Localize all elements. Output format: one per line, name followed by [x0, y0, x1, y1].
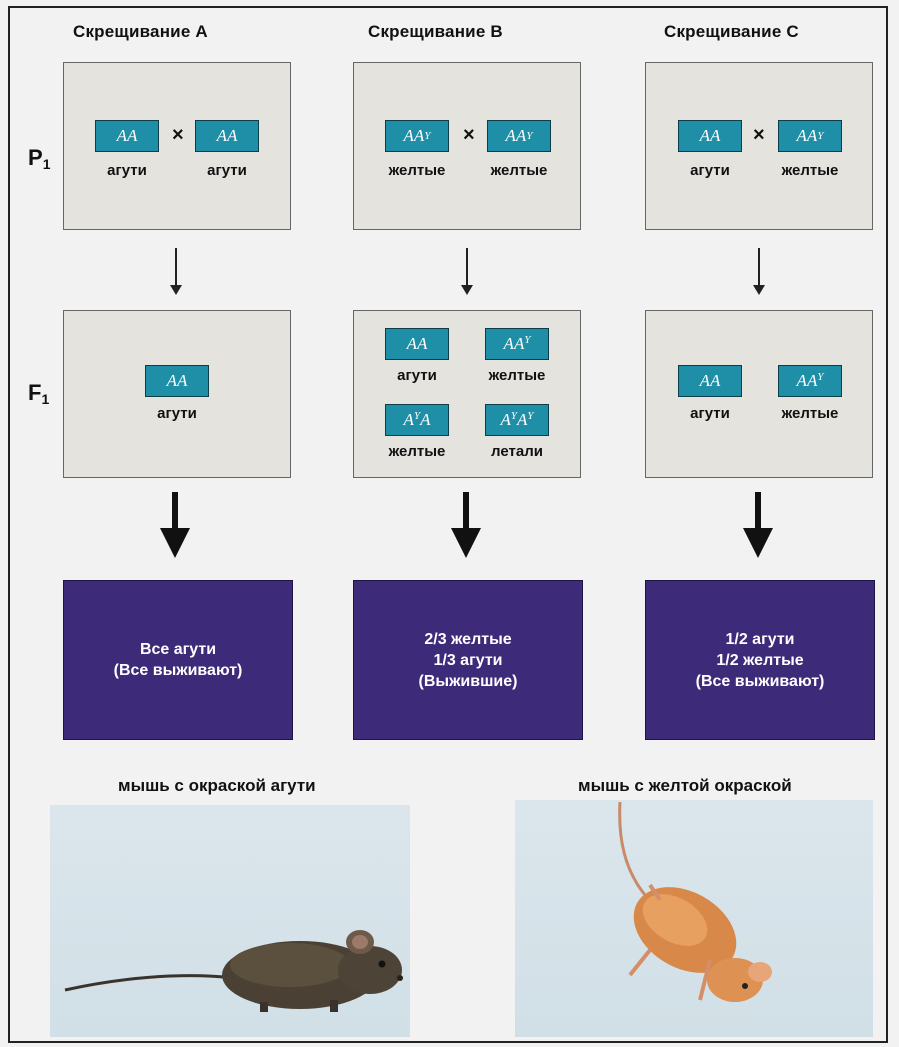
- cross-a-f1-genotype-1: AA: [145, 365, 209, 397]
- genotype-superscript: Y: [527, 410, 534, 422]
- cross-c-f1-genotype-2: AAY: [778, 365, 842, 397]
- result-line: Все агути: [139, 641, 217, 658]
- cross-b-times-sign: ×: [463, 124, 475, 146]
- result-line: (Выжившие): [418, 672, 518, 690]
- cross-b-thick-arrow: [463, 492, 469, 530]
- cross-c-times-sign: ×: [753, 124, 765, 146]
- cross-a-thick-arrowhead: [160, 528, 190, 558]
- genotype-text: AA: [796, 126, 818, 145]
- cross-b-title: Скрещивание B: [368, 22, 503, 41]
- agouti-mouse-image: [64, 930, 403, 1012]
- f1-subscript: 1: [41, 391, 50, 407]
- genotype-superscript: Y: [424, 130, 431, 142]
- yellow-mouse-caption: мышь с желтой окраской: [578, 776, 792, 795]
- cross-a-result: Все агути (Все выживают): [63, 580, 293, 740]
- cross-c-result: 1/2 агути 1/2 желтые (Все выживают): [645, 580, 875, 740]
- cross-c-thin-arrowhead: [753, 285, 765, 295]
- cross-b-f1-genotype-2: AAY: [485, 328, 549, 360]
- cross-c-f1-label-2: желтые: [781, 405, 839, 422]
- cross-c-f1-label-1: агути: [690, 405, 730, 422]
- cross-c-thick-arrow: [755, 492, 761, 530]
- genotype-text: AA: [216, 126, 238, 145]
- cross-a-thin-arrow: [175, 248, 177, 286]
- genotype-text: AA: [403, 126, 425, 145]
- p1-label: P1: [28, 145, 50, 172]
- cross-b-f1-genotype-3: AYA: [385, 404, 449, 436]
- cross-a-p1-label-2: агути: [207, 162, 247, 179]
- cross-b-f1-label-1: агути: [397, 367, 437, 384]
- cross-b-thick-arrowhead: [451, 528, 481, 558]
- cross-c-f1-genotype-1: AA: [678, 365, 742, 397]
- f1-label: F1: [28, 380, 49, 407]
- result-line: (Все выживают): [113, 662, 243, 679]
- cross-b-f1-label-3: желтые: [388, 443, 446, 460]
- cross-c-thin-arrow: [758, 248, 760, 286]
- cross-a-thick-arrow: [172, 492, 178, 530]
- yellow-mouse-image: [618, 801, 772, 1002]
- cross-a-thin-arrowhead: [170, 285, 182, 295]
- cross-b-result: 2/3 желтые 1/3 агути (Выжившие): [353, 580, 583, 740]
- cross-b-f1-genotype-4: AYAY: [485, 404, 549, 436]
- cross-b-thin-arrowhead: [461, 285, 473, 295]
- genotype-text: AYAY: [500, 410, 534, 429]
- genotype-text: AA: [406, 334, 428, 353]
- f1-letter: F: [28, 380, 42, 405]
- cross-a-title: Скрещивание A: [73, 22, 208, 41]
- genotype-superscript: Y: [510, 410, 517, 422]
- cross-b-f1-label-4: летали: [491, 443, 543, 460]
- cross-c-p1-genotype-1: AA: [678, 120, 742, 152]
- result-line: 1/2 желтые: [716, 651, 804, 669]
- genotype-text: AA: [699, 126, 721, 145]
- genotype-superscript: Y: [413, 410, 421, 422]
- cross-c-p1-label-2: желтые: [781, 162, 839, 179]
- cross-a-times-sign: ×: [172, 124, 184, 146]
- genotype-text: AA: [116, 126, 138, 145]
- cross-a-p1-genotype-2: AA: [195, 120, 259, 152]
- result-line: 1/3 агути: [433, 651, 503, 669]
- cross-b-f1-genotype-1: AA: [385, 328, 449, 360]
- genotype-text: AAY: [503, 334, 531, 353]
- cross-c-title: Скрещивание C: [664, 22, 799, 41]
- genotype-superscript: Y: [817, 371, 824, 383]
- result-line: (Все выживают): [695, 672, 825, 690]
- agouti-mouse-caption: мышь с окраской агути: [118, 776, 316, 795]
- genotype-text: AA: [166, 371, 188, 390]
- figure-frame: [8, 6, 888, 1043]
- cross-a-f1-label-1: агути: [157, 405, 197, 422]
- result-line: 2/3 желтые: [424, 630, 512, 648]
- genotype-text: AA: [505, 126, 527, 145]
- genotype-superscript: Y: [524, 334, 531, 346]
- cross-b-thin-arrow: [466, 248, 468, 286]
- cross-b-p1-label-1: желтые: [388, 162, 446, 179]
- p1-letter: P: [28, 145, 43, 170]
- cross-c-p1-label-1: агути: [690, 162, 730, 179]
- cross-a-p1-label-1: агути: [107, 162, 147, 179]
- cross-b-p1-label-2: желтые: [490, 162, 548, 179]
- cross-b-f1-label-2: желтые: [488, 367, 546, 384]
- genotype-superscript: Y: [526, 130, 533, 142]
- p1-subscript: 1: [42, 156, 51, 172]
- genotype-superscript: Y: [817, 130, 824, 142]
- cross-a-p1-genotype-1: AA: [95, 120, 159, 152]
- result-line: 1/2 агути: [725, 630, 795, 648]
- genotype-text: AYA: [403, 410, 431, 429]
- genotype-text: AA: [699, 371, 721, 390]
- cross-c-thick-arrowhead: [743, 528, 773, 558]
- genotype-text: AAY: [796, 371, 824, 390]
